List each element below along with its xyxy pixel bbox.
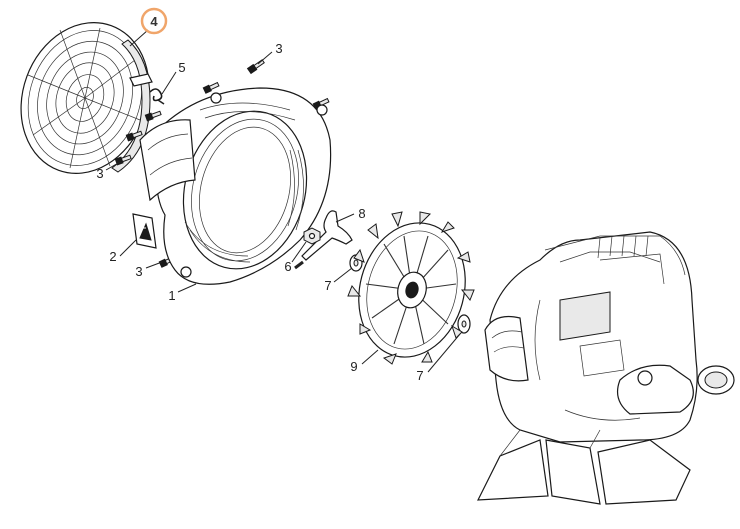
impeller-fan-icon[interactable] xyxy=(344,211,480,369)
callout-7[interactable]: 7 xyxy=(416,368,423,383)
callout-5[interactable]: 5 xyxy=(178,60,185,75)
highlight-ring xyxy=(140,7,168,35)
callout-4[interactable]: 4 xyxy=(150,14,158,29)
intake-screen-icon[interactable] xyxy=(0,4,169,191)
spring-clip-icon[interactable] xyxy=(149,88,165,105)
leader-lines xyxy=(105,29,461,373)
callout-2[interactable]: 2 xyxy=(109,249,116,264)
nut-icon[interactable] xyxy=(303,227,321,245)
callout-1[interactable]: 1 xyxy=(168,288,175,303)
callout-3[interactable]: 3 xyxy=(135,264,142,279)
callout-7[interactable]: 7 xyxy=(324,278,331,293)
callout-3[interactable]: 3 xyxy=(275,41,282,56)
fan-housing-icon[interactable] xyxy=(139,87,332,285)
callout-9[interactable]: 9 xyxy=(350,359,357,374)
callout-3[interactable]: 3 xyxy=(96,166,103,181)
wrench-icon[interactable] xyxy=(294,210,353,270)
callout-8[interactable]: 8 xyxy=(358,206,365,221)
warning-label-icon[interactable] xyxy=(132,213,157,249)
callout-6[interactable]: 6 xyxy=(284,259,291,274)
callout-4-highlight[interactable]: 4 xyxy=(140,7,168,35)
engine-housing-icon xyxy=(477,231,735,505)
